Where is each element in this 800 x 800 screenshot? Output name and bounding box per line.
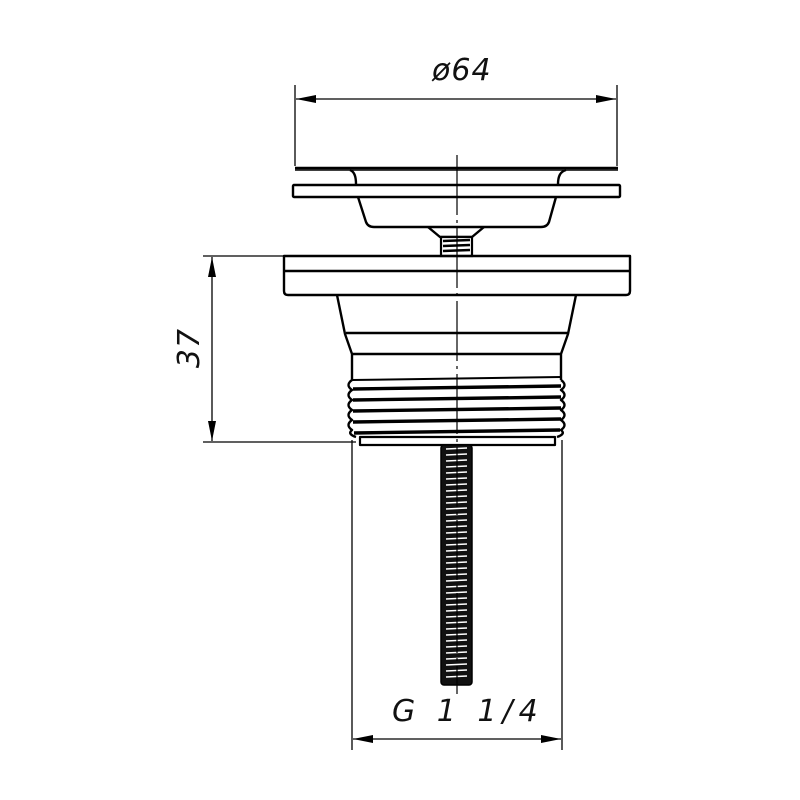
dimension-height [203,255,356,443]
height-label: 37 [172,327,208,369]
diameter-label: ø64 [432,53,492,88]
dimension-thread [351,440,563,750]
thread-size-label: G 1 1/4 [392,694,544,729]
dimension-top [294,85,618,166]
